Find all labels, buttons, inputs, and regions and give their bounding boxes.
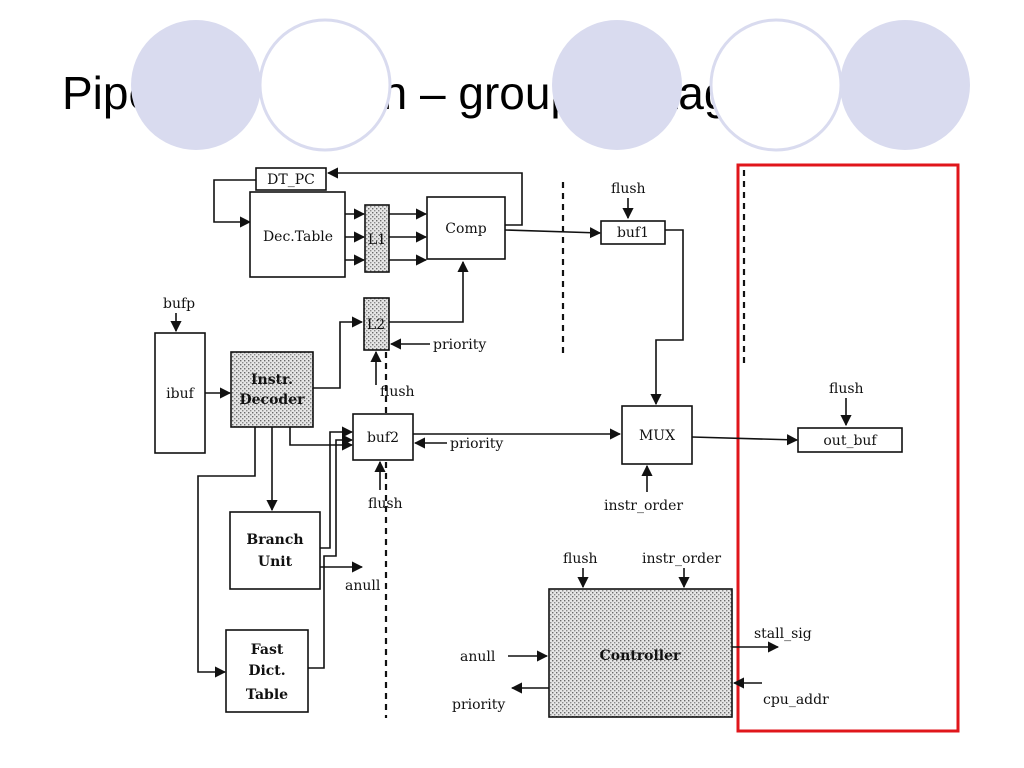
priority-buf2-label: priority (450, 436, 503, 452)
svg-text:Branch: Branch (246, 532, 303, 548)
deco-circle-4 (709, 18, 843, 152)
svg-text:Controller: Controller (600, 648, 681, 664)
fast-dict-table-block: Fast Dict. Table (225, 629, 309, 713)
ctrl-anull-label: anull (460, 649, 496, 665)
svg-text:Fast: Fast (251, 642, 284, 658)
decorative-circles (131, 18, 970, 152)
flush-l2-label: flush (380, 384, 415, 400)
ctrl-flush-label: flush (563, 551, 598, 567)
comp-block: Comp (426, 196, 506, 260)
dec-table-block: Dec.Table (249, 191, 346, 278)
svg-text:out_buf: out_buf (823, 433, 878, 449)
bufp-label: bufp (163, 296, 195, 312)
flush-buf1-label: flush (611, 181, 646, 197)
svg-text:Dict.: Dict. (248, 663, 285, 679)
out-buf-block: out_buf (797, 427, 903, 453)
stage4-highlight-box (736, 163, 960, 733)
svg-text:ibuf: ibuf (166, 386, 195, 402)
l2-register: L2 (363, 297, 390, 351)
svg-text:buf2: buf2 (367, 430, 399, 446)
buf1-block: buf1 (600, 220, 666, 245)
svg-text:Table: Table (246, 687, 288, 703)
svg-text:MUX: MUX (639, 428, 675, 444)
ctrl-priority-label: priority (452, 697, 505, 713)
instr-order-mux-label: instr_order (604, 498, 683, 514)
l1-register: L1 (364, 204, 390, 273)
buf2-block: buf2 (352, 413, 414, 461)
svg-text:Dec.Table: Dec.Table (263, 229, 333, 245)
stall-sig-label: stall_sig (754, 626, 812, 642)
flush-out-buf-label: flush (829, 381, 864, 397)
mux-block: MUX (621, 405, 693, 465)
deco-circle-1 (131, 20, 261, 150)
deco-circle-5 (840, 20, 970, 150)
svg-text:DT_PC: DT_PC (267, 172, 315, 188)
ctrl-instr-order-label: instr_order (642, 551, 721, 567)
svg-text:Unit: Unit (258, 554, 293, 570)
svg-text:Instr.: Instr. (251, 372, 293, 388)
svg-text:L1: L1 (368, 232, 386, 248)
svg-text:Comp: Comp (445, 221, 486, 237)
svg-text:Decoder: Decoder (240, 392, 306, 408)
dt-pc-block: DT_PC (255, 167, 327, 191)
flush-buf2-label: flush (368, 496, 403, 512)
branch-unit-block: Branch Unit (229, 511, 321, 590)
controller-block: Controller (548, 588, 733, 718)
cpu-addr-label: cpu_addr (763, 692, 829, 708)
deco-circle-2 (258, 18, 392, 152)
deco-circle-3 (552, 20, 682, 150)
svg-text:L2: L2 (367, 317, 385, 333)
ibuf-block: ibuf (154, 332, 206, 454)
instr-decoder-block: Instr. Decoder (230, 351, 314, 428)
anull-branch-label: anull (345, 578, 381, 594)
svg-text:buf1: buf1 (617, 225, 649, 241)
priority-l2-label: priority (433, 337, 486, 353)
